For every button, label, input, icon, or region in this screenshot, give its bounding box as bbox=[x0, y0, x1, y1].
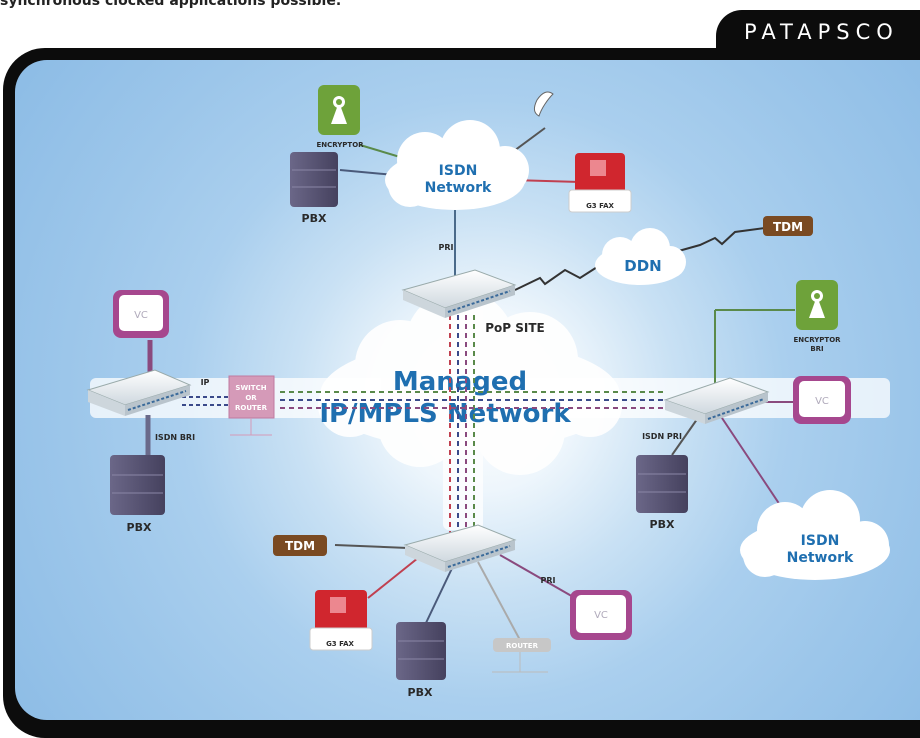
switch-label-line2: OR bbox=[245, 394, 257, 402]
encryptor-top bbox=[318, 85, 360, 135]
router-label: ROUTER bbox=[506, 642, 539, 650]
ip-label: IP bbox=[201, 378, 210, 387]
tdm-top-box bbox=[763, 216, 813, 236]
isdn-top-label-line2: Network bbox=[425, 180, 492, 196]
isdn-right-cloud bbox=[740, 490, 890, 580]
pbx-bottom bbox=[396, 622, 446, 680]
bottom-site-device bbox=[403, 524, 517, 572]
brand-logo: PATAPSCO bbox=[744, 20, 899, 44]
isdn-right-label-line1: ISDN bbox=[801, 533, 840, 549]
vc-left-label: VC bbox=[134, 310, 148, 321]
vc-bottom-label: VC bbox=[594, 610, 608, 621]
isdn-bri-label: ISDN BRI bbox=[155, 433, 195, 442]
pri-top-label: PRI bbox=[439, 243, 454, 252]
diagram-panel: Managed IP/MPLS Network bbox=[15, 60, 920, 720]
pbx-top bbox=[290, 152, 338, 207]
encryptor-right bbox=[796, 280, 838, 330]
ddn-cloud bbox=[595, 228, 686, 285]
vc-left bbox=[113, 290, 169, 338]
pbx-bottom-label: PBX bbox=[408, 686, 433, 699]
vc-bottom bbox=[570, 590, 632, 640]
router-bottom bbox=[492, 638, 551, 673]
isdn-top-cloud bbox=[385, 120, 529, 210]
pbx-left-label: PBX bbox=[127, 521, 152, 534]
encryptor-top-label: ENCRYPTOR bbox=[316, 141, 364, 149]
switch-or-router bbox=[228, 375, 275, 436]
isdn-top-label-line1: ISDN bbox=[439, 163, 478, 179]
encryptor-bri-label-line2: BRI bbox=[810, 345, 823, 353]
switch-label-line3: ROUTER bbox=[235, 404, 268, 412]
tdm-top-label: TDM bbox=[773, 220, 803, 234]
pbx-right-label: PBX bbox=[650, 518, 675, 531]
phone-icon bbox=[533, 91, 554, 117]
left-site-device bbox=[86, 369, 192, 416]
fax-top-label: G3 FAX bbox=[586, 202, 614, 210]
vc-right bbox=[793, 376, 851, 424]
tdm-bottom-box bbox=[273, 535, 327, 556]
pri-bottom-label: PRI bbox=[541, 576, 556, 585]
right-site-device bbox=[663, 377, 770, 424]
pop-site-label: PoP SITE bbox=[485, 321, 545, 335]
mpls-trunks bbox=[280, 315, 665, 540]
pbx-right bbox=[636, 455, 688, 513]
pbx-top-label: PBX bbox=[302, 212, 327, 225]
isdn-right-label-line2: Network bbox=[787, 550, 854, 566]
fax-top bbox=[568, 153, 632, 213]
ddn-label: DDN bbox=[624, 257, 661, 275]
switch-label-line1: SWITCH bbox=[235, 384, 266, 392]
pbx-left bbox=[110, 455, 165, 515]
tdm-bottom-label: TDM bbox=[285, 539, 315, 553]
fax-bottom bbox=[309, 590, 373, 651]
managed-title-line2: IP/MPLS Network bbox=[319, 399, 571, 429]
isdn-pri-label: ISDN PRI bbox=[642, 432, 682, 441]
encryptor-bri-label-line1: ENCRYPTOR bbox=[793, 336, 841, 344]
pop-site-device bbox=[401, 269, 517, 318]
page-heading: synchronous clocked applications possibl… bbox=[0, 0, 342, 9]
network-diagram: Managed IP/MPLS Network bbox=[86, 85, 890, 699]
vc-right-label: VC bbox=[815, 396, 829, 407]
fax-bottom-label: G3 FAX bbox=[326, 640, 354, 648]
